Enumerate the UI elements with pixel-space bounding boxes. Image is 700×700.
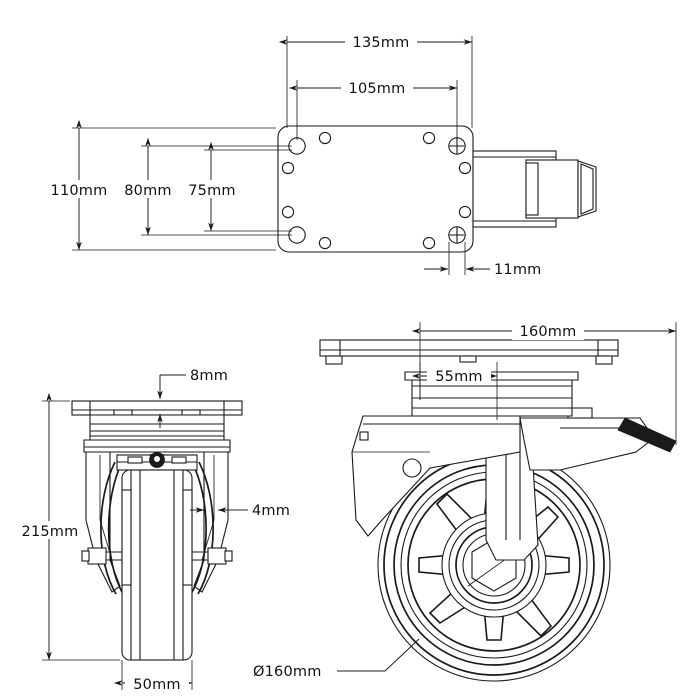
dim-label-50: 50mm bbox=[133, 677, 181, 693]
front-top-plate bbox=[71, 400, 243, 416]
front-wheel bbox=[121, 469, 193, 661]
dim-50mm: 50mm bbox=[113, 660, 193, 693]
dim-105mm: 105mm bbox=[288, 79, 458, 140]
dim-label-dia160: Ø160mm bbox=[253, 664, 322, 680]
front-swivel-raceway bbox=[83, 414, 231, 453]
side-view: 160mm 55mm Ø160mm bbox=[253, 322, 677, 682]
dim-11mm: 11mm bbox=[424, 242, 542, 278]
side-swivel-housing bbox=[404, 371, 579, 417]
dim-135mm: 135mm bbox=[278, 33, 473, 128]
front-brake-arcs bbox=[100, 461, 214, 595]
dim-label-80: 80mm bbox=[124, 183, 172, 199]
top-plate-outline bbox=[277, 125, 474, 253]
dim-label-105: 105mm bbox=[349, 81, 406, 97]
front-axle-detail bbox=[81, 547, 233, 565]
side-brake-arm bbox=[519, 407, 677, 471]
dim-label-135: 135mm bbox=[353, 35, 410, 51]
front-view: 8mm 215mm 50mm 4mm bbox=[14, 368, 290, 693]
top-view: 135mm 105mm 110mm 80mm bbox=[44, 33, 597, 278]
side-fork-body bbox=[351, 415, 521, 537]
front-brake-bridge bbox=[116, 452, 198, 471]
dim-label-8: 8mm bbox=[190, 368, 228, 384]
dim-80mm: 80mm bbox=[116, 137, 292, 236]
dim-55mm: 55mm bbox=[411, 362, 498, 420]
top-brake-housing bbox=[472, 150, 597, 228]
dim-215mm: 215mm bbox=[14, 392, 120, 661]
front-fork bbox=[85, 451, 229, 593]
top-plate-hole-centermarks bbox=[449, 138, 465, 243]
dim-160mm: 160mm bbox=[411, 322, 677, 445]
dim-75mm: 75mm bbox=[180, 141, 292, 232]
top-plate-small-holes bbox=[281, 131, 472, 250]
dim-label-75: 75mm bbox=[188, 183, 236, 199]
dim-label-4: 4mm bbox=[252, 503, 290, 519]
dim-label-55: 55mm bbox=[435, 369, 483, 385]
dim-8mm: 8mm bbox=[157, 368, 228, 428]
dim-label-215: 215mm bbox=[22, 524, 79, 540]
side-top-plate bbox=[319, 339, 619, 365]
dim-label-160: 160mm bbox=[520, 324, 577, 340]
dim-label-11: 11mm bbox=[494, 262, 542, 278]
dim-110mm: 110mm bbox=[44, 119, 276, 251]
dim-dia160mm: Ø160mm bbox=[253, 638, 420, 680]
dim-4mm: 4mm bbox=[190, 503, 290, 519]
dim-label-110: 110mm bbox=[51, 183, 108, 199]
